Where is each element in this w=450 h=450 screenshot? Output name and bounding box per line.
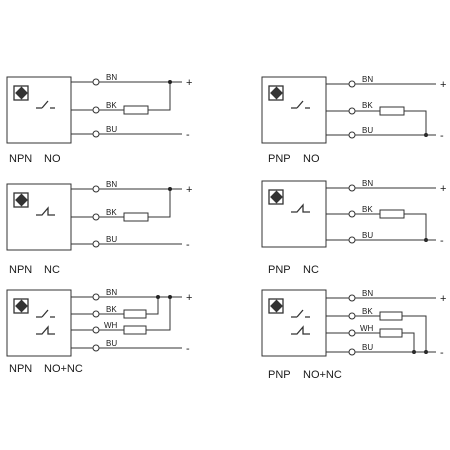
sensor-type-caption: PNP <box>268 369 291 381</box>
polarity-label: + <box>186 292 192 304</box>
sensor-type-caption: NPN <box>9 264 32 276</box>
diagram-pnp-nc: BN BK BU + - PNP NC <box>261 179 446 276</box>
sensor-body <box>261 76 327 144</box>
diagram-pnp-no: BN BK BU + - PNP NO <box>261 75 446 165</box>
output-type-caption: NO+NC <box>44 363 83 375</box>
wire-label: BN <box>106 288 117 297</box>
proximity-sensor-icon <box>13 298 29 314</box>
diagram-npn-no: BN BK BU + - NPN NO <box>6 73 192 165</box>
sensor-type-caption: NPN <box>9 363 32 375</box>
polarity-label: + <box>186 77 192 89</box>
wire-label: BK <box>362 101 373 110</box>
wire-label: WH <box>360 324 374 333</box>
sensor-type-caption: NPN <box>9 153 32 165</box>
wire-label: WH <box>104 321 118 330</box>
diagram-pnp-no-nc: BN BK WH BU + - PNP NO+NC <box>261 289 446 381</box>
polarity-label: - <box>440 347 444 359</box>
output-type-caption: NC <box>44 264 60 276</box>
wire-label: BU <box>106 125 117 134</box>
polarity-label: + <box>440 79 446 91</box>
polarity-label: + <box>440 293 446 305</box>
wire-label: BU <box>362 231 373 240</box>
resistor-symbol <box>379 106 405 116</box>
sensor-type-caption: PNP <box>268 153 291 165</box>
sensor-body <box>6 289 72 357</box>
resistor-symbol <box>379 328 403 338</box>
output-type-caption: NO <box>303 153 320 165</box>
wire-label: BU <box>106 235 117 244</box>
wire-label: BN <box>362 179 373 188</box>
polarity-label: - <box>186 239 190 251</box>
wire-label: BK <box>362 205 373 214</box>
resistor-symbol <box>123 325 147 335</box>
resistor-symbol <box>379 311 403 321</box>
switch-symbol-nc <box>36 325 55 335</box>
polarity-label: - <box>186 343 190 355</box>
resistor-symbol <box>123 105 149 115</box>
sensor-type-caption: PNP <box>268 264 291 276</box>
wire-label: BK <box>106 101 117 110</box>
wire-label: BN <box>106 180 117 189</box>
wire-label: BU <box>362 126 373 135</box>
proximity-sensor-icon <box>268 298 284 314</box>
switch-symbol-nc <box>291 325 310 335</box>
switch-symbol-nc <box>291 203 310 213</box>
wire-label: BK <box>106 305 117 314</box>
wire-label: BN <box>362 289 373 298</box>
switch-symbol-no <box>291 100 310 109</box>
resistor-symbol <box>379 209 405 219</box>
polarity-label: - <box>440 130 444 142</box>
output-type-caption: NO <box>44 153 61 165</box>
proximity-sensor-icon <box>268 85 284 101</box>
wire-label: BU <box>106 339 117 348</box>
polarity-label: + <box>186 184 192 196</box>
sensor-body <box>6 183 72 251</box>
proximity-sensor-icon <box>13 192 29 208</box>
sensor-body <box>261 289 327 357</box>
wire-label: BN <box>362 75 373 84</box>
diagram-npn-no-nc: BN BK WH BU + - NPN NO+NC <box>6 288 192 375</box>
wire-label: BK <box>106 208 117 217</box>
wire-label: BK <box>362 307 373 316</box>
wire-label: BN <box>106 73 117 82</box>
proximity-sensor-icon <box>268 189 284 205</box>
sensor-body <box>6 76 72 144</box>
switch-symbol-no <box>36 100 55 109</box>
output-type-caption: NC <box>303 264 319 276</box>
proximity-sensor-icon <box>13 85 29 101</box>
wire-label: BU <box>362 343 373 352</box>
sensor-body <box>261 180 327 248</box>
switch-symbol-no <box>36 309 55 318</box>
resistor-symbol <box>123 212 149 222</box>
polarity-label: + <box>440 183 446 195</box>
switch-symbol-no <box>291 309 310 318</box>
polarity-label: - <box>186 129 190 141</box>
output-type-caption: NO+NC <box>303 369 342 381</box>
polarity-label: - <box>440 235 444 247</box>
switch-symbol-nc <box>36 206 55 216</box>
resistor-symbol <box>123 309 147 319</box>
diagram-npn-nc: BN BK BU + - NPN NC <box>6 180 192 276</box>
